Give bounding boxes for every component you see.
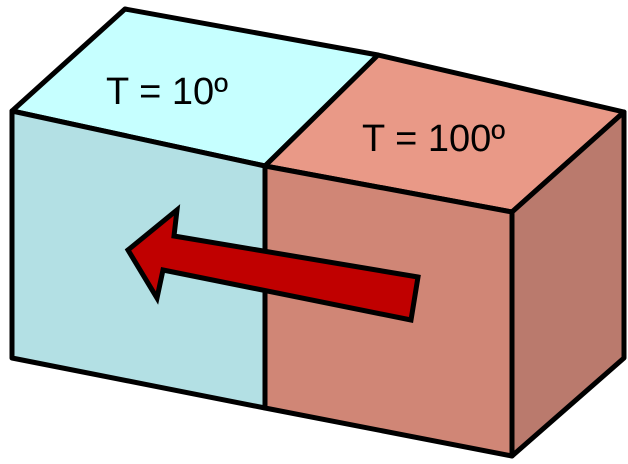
- hot-block-temperature-label: T = 100º: [362, 118, 505, 160]
- hot-block: [262, 52, 627, 459]
- heat-flow-arrow: [124, 204, 421, 323]
- cold-block-temperature-label: T = 10º: [106, 71, 228, 113]
- cold-block: [9, 6, 381, 411]
